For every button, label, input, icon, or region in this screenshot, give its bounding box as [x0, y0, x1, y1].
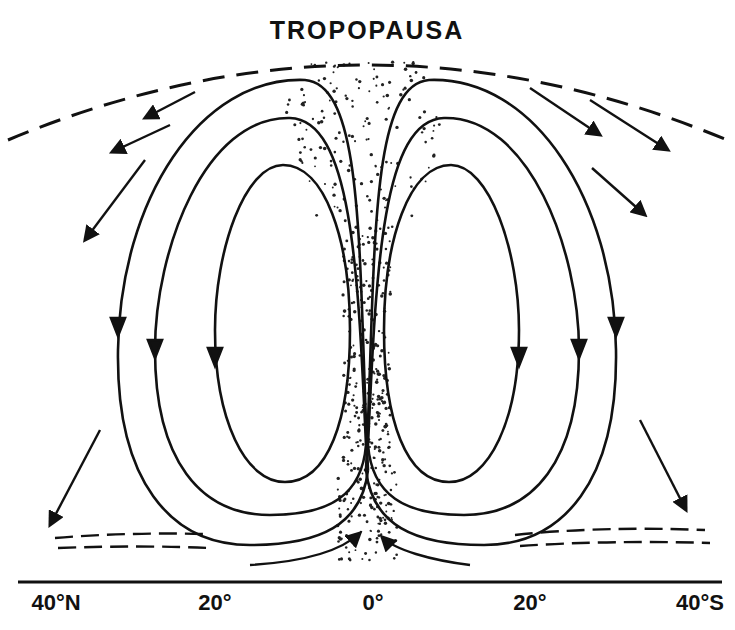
latitude-label: 40°N [31, 592, 80, 614]
surface-dashes [55, 529, 710, 548]
latitude-label: 0° [362, 592, 383, 614]
latitude-axis [18, 581, 722, 584]
flow-arrow [50, 88, 686, 565]
latitude-label: 40°S [676, 592, 724, 614]
tropopause-label: TROPOPAUSA [270, 18, 465, 43]
tropopause-line [8, 65, 727, 140]
latitude-label: 20° [513, 592, 546, 614]
circulation-cell [111, 80, 368, 545]
latitude-label: 20° [198, 592, 231, 614]
